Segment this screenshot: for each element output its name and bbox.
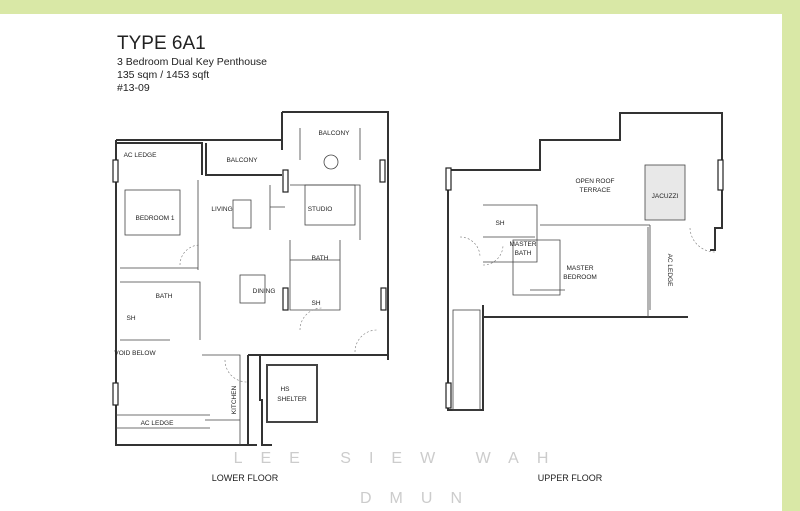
studio-bed (304, 184, 356, 226)
room-label-studio: STUDIO (308, 206, 333, 213)
room-label-upper-sh: SH (495, 220, 504, 227)
room-label-hs: HS (280, 386, 290, 393)
room-label-bath: BATH (156, 293, 173, 300)
room-label-balcony: BALCONY (226, 157, 258, 164)
room-label-ac-ledge-bottom: AC LEDGE (141, 420, 175, 427)
unit-description: 3 Bedroom Dual Key Penthouse (117, 56, 268, 68)
room-label-ac-ledge-top: AC LEDGE (124, 152, 158, 159)
upper-floor-plan: OPEN ROOF TERRACE JACUZZI SH MASTER BATH… (445, 112, 724, 483)
coffee-table (232, 199, 252, 229)
watermark-line-2: DMUN (360, 490, 480, 507)
unit-area: 135 sqm / 1453 sqft (117, 69, 210, 81)
room-label-kitchen: KITCHEN (231, 385, 238, 414)
room-label-studio-bath: BATH (312, 255, 329, 262)
hs-shelter-outline (266, 364, 318, 423)
bedroom1-bed (124, 189, 181, 236)
room-label-master-bath-1: MASTER (509, 241, 536, 248)
room-label-studio-balcony: BALCONY (318, 130, 350, 137)
lower-floor-caption: LOWER FLOOR (212, 473, 279, 483)
room-label-open-roof: OPEN ROOF (575, 178, 614, 185)
room-label-dining: DINING (253, 288, 276, 295)
room-label-master-bedroom-1: MASTER (566, 265, 593, 272)
upper-floor-caption: UPPER FLOOR (538, 473, 603, 483)
room-label-bedroom-1: BEDROOM 1 (135, 215, 174, 222)
room-label-master-bath-2: BATH (515, 250, 532, 257)
room-label-terrace: TERRACE (579, 187, 611, 194)
room-label-jacuzzi: JACUZZI (652, 193, 679, 200)
room-label-shelter: SHELTER (277, 396, 307, 403)
staircase (452, 309, 481, 411)
unit-type-title: TYPE 6A1 (117, 33, 206, 54)
unit-number: #13-09 (117, 82, 150, 94)
room-label-upper-ac-ledge: AC LEDGE (666, 254, 673, 288)
watermark-line-1: LEE SIEW WAH (234, 450, 567, 467)
lower-floor-plan: AC LEDGE BALCONY BALCONY BEDROOM 1 LIVIN… (112, 111, 389, 483)
jacuzzi (644, 164, 686, 221)
room-label-void-below: VOID BELOW (114, 350, 156, 357)
room-label-living: LIVING (211, 206, 232, 213)
dining-table (239, 274, 266, 304)
room-label-studio-sh: SH (311, 300, 320, 307)
balcony-table (323, 154, 339, 170)
room-label-master-bedroom-2: BEDROOM (563, 274, 597, 281)
room-label-sh: SH (126, 315, 135, 322)
